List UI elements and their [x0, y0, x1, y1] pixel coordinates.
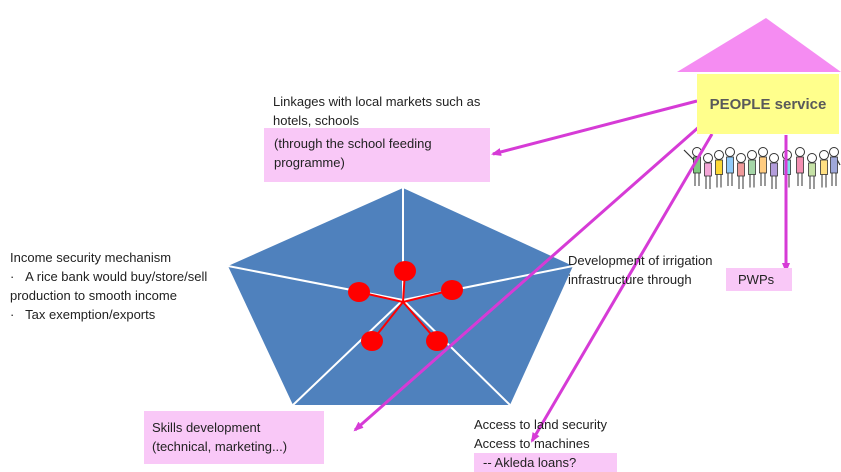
linkages-box-line-2: programme): [274, 155, 345, 170]
akleda-box: -- Akleda loans?: [474, 453, 617, 472]
person-legs: [821, 174, 827, 188]
person-legs: [716, 174, 722, 188]
linkages-box-line-1: (through the school feeding: [274, 136, 432, 151]
income-security-text: Income security mechanism · A rice bank …: [10, 248, 207, 324]
hub-node-bottom-left: [361, 331, 383, 351]
pwps-box: PWPs: [726, 268, 792, 291]
person-legs: [694, 173, 700, 186]
linkages-line-1: Linkages with local markets such as: [273, 94, 481, 109]
arrow-to-skills: [353, 124, 701, 432]
skills-line-2: (technical, marketing...): [152, 439, 288, 454]
person-head: [807, 153, 817, 163]
income-bullet-2: · Tax exemption/exports: [10, 307, 156, 322]
hub-node-bottom-right: [426, 331, 448, 351]
person-body: [796, 156, 804, 174]
person-head: [725, 147, 735, 157]
person-legs: [771, 176, 777, 189]
linkages-text: Linkages with local markets such as hote…: [273, 92, 480, 130]
skills-box: Skills development (technical, marketing…: [144, 411, 324, 464]
person-head: [829, 147, 839, 157]
person-body: [704, 162, 712, 177]
person-legs: [727, 173, 733, 186]
person-body: [748, 159, 756, 175]
irrigation-line-2: infrastructure through: [568, 272, 692, 287]
person-head: [758, 147, 768, 157]
irrigation-text: Development of irrigation infrastructure…: [568, 251, 713, 289]
person-head: [714, 150, 724, 160]
person-head: [736, 153, 746, 163]
person-head: [795, 147, 805, 157]
linkages-box: (through the school feeding programme): [264, 128, 490, 182]
income-bullet-1: · A rice bank would buy/store/sell: [10, 269, 208, 284]
income-bullet-1-cont: production to smooth income: [10, 288, 177, 303]
pentagon-shape: [228, 188, 573, 405]
hub-nodes: [348, 261, 463, 351]
person-head: [819, 150, 829, 160]
person-head: [703, 153, 713, 163]
irrigation-line-1: Development of irrigation: [568, 253, 713, 268]
land-text: Access to land security Access to machin…: [474, 415, 607, 453]
person-body: [759, 156, 767, 174]
person-body: [830, 156, 838, 174]
person-legs: [809, 176, 815, 189]
person-head: [747, 150, 757, 160]
arrow-to-land: [530, 133, 714, 443]
person-legs: [831, 173, 837, 186]
people-service-label: PEOPLE service: [697, 74, 839, 134]
income-security-title: Income security mechanism: [10, 250, 172, 265]
person-body: [820, 159, 828, 175]
person-body: [770, 162, 778, 177]
arrows: [353, 99, 790, 443]
person-head: [769, 153, 779, 163]
person-legs: [797, 173, 803, 186]
person-body: [726, 156, 734, 174]
house-roof: [677, 18, 841, 72]
person-body: [737, 162, 745, 177]
hub-node-top: [394, 261, 416, 281]
people-illustration: [683, 147, 841, 189]
hub-node-right: [441, 280, 463, 300]
skills-line-1: Skills development: [152, 420, 261, 435]
person-legs: [760, 173, 766, 186]
person-legs: [749, 174, 755, 188]
person-body: [715, 159, 723, 175]
land-line-2: Access to machines: [474, 436, 590, 451]
person-legs: [738, 176, 744, 189]
land-line-1: Access to land security: [474, 417, 607, 432]
linkages-line-2: hotels, schools: [273, 113, 359, 128]
person-legs: [705, 176, 711, 189]
person-body: [808, 162, 816, 177]
hub-node-left: [348, 282, 370, 302]
arrow-to-linkages: [491, 99, 698, 156]
